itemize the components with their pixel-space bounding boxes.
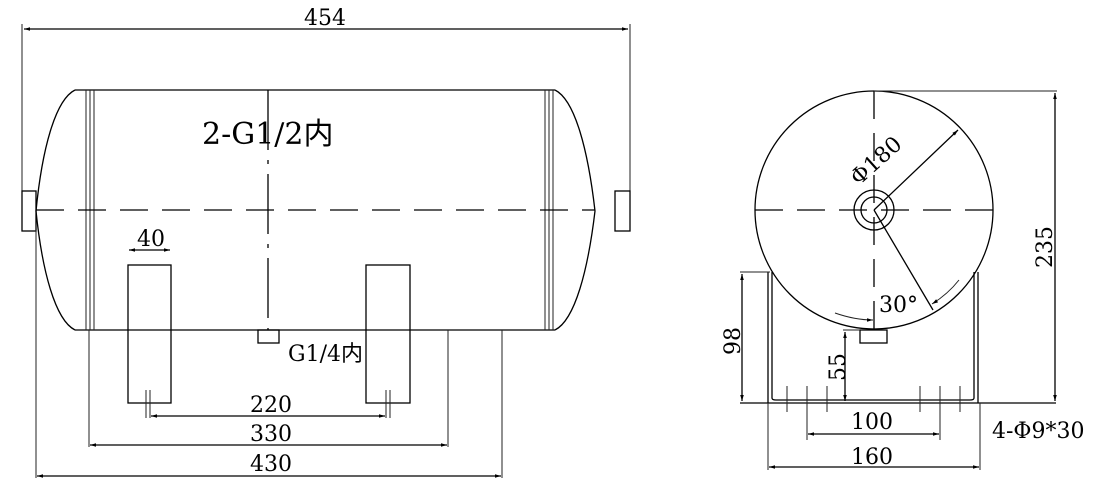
drain-port-label: G1/4内: [288, 342, 363, 367]
saddle-width-label: 40: [137, 227, 165, 252]
overall-height-label: 235: [1033, 226, 1058, 268]
drain-height-label: 55: [826, 353, 851, 381]
angle-label: 30°: [879, 293, 918, 318]
body-length-label: 430: [250, 452, 292, 477]
hole-spacing-label: 100: [851, 410, 893, 435]
mount-hole-spacing-label: 220: [250, 393, 292, 418]
base-width-label: 160: [851, 445, 893, 470]
hole-spec-label: 4-Φ9*30: [992, 419, 1085, 444]
port-top-label: 2-G1/2内: [202, 117, 334, 152]
side-view: [21, 24, 631, 478]
overall-length-label: 454: [304, 6, 346, 31]
saddle-height-label: 98: [721, 327, 746, 355]
end-view: [740, 90, 1057, 470]
saddle-span-label: 330: [250, 422, 292, 447]
